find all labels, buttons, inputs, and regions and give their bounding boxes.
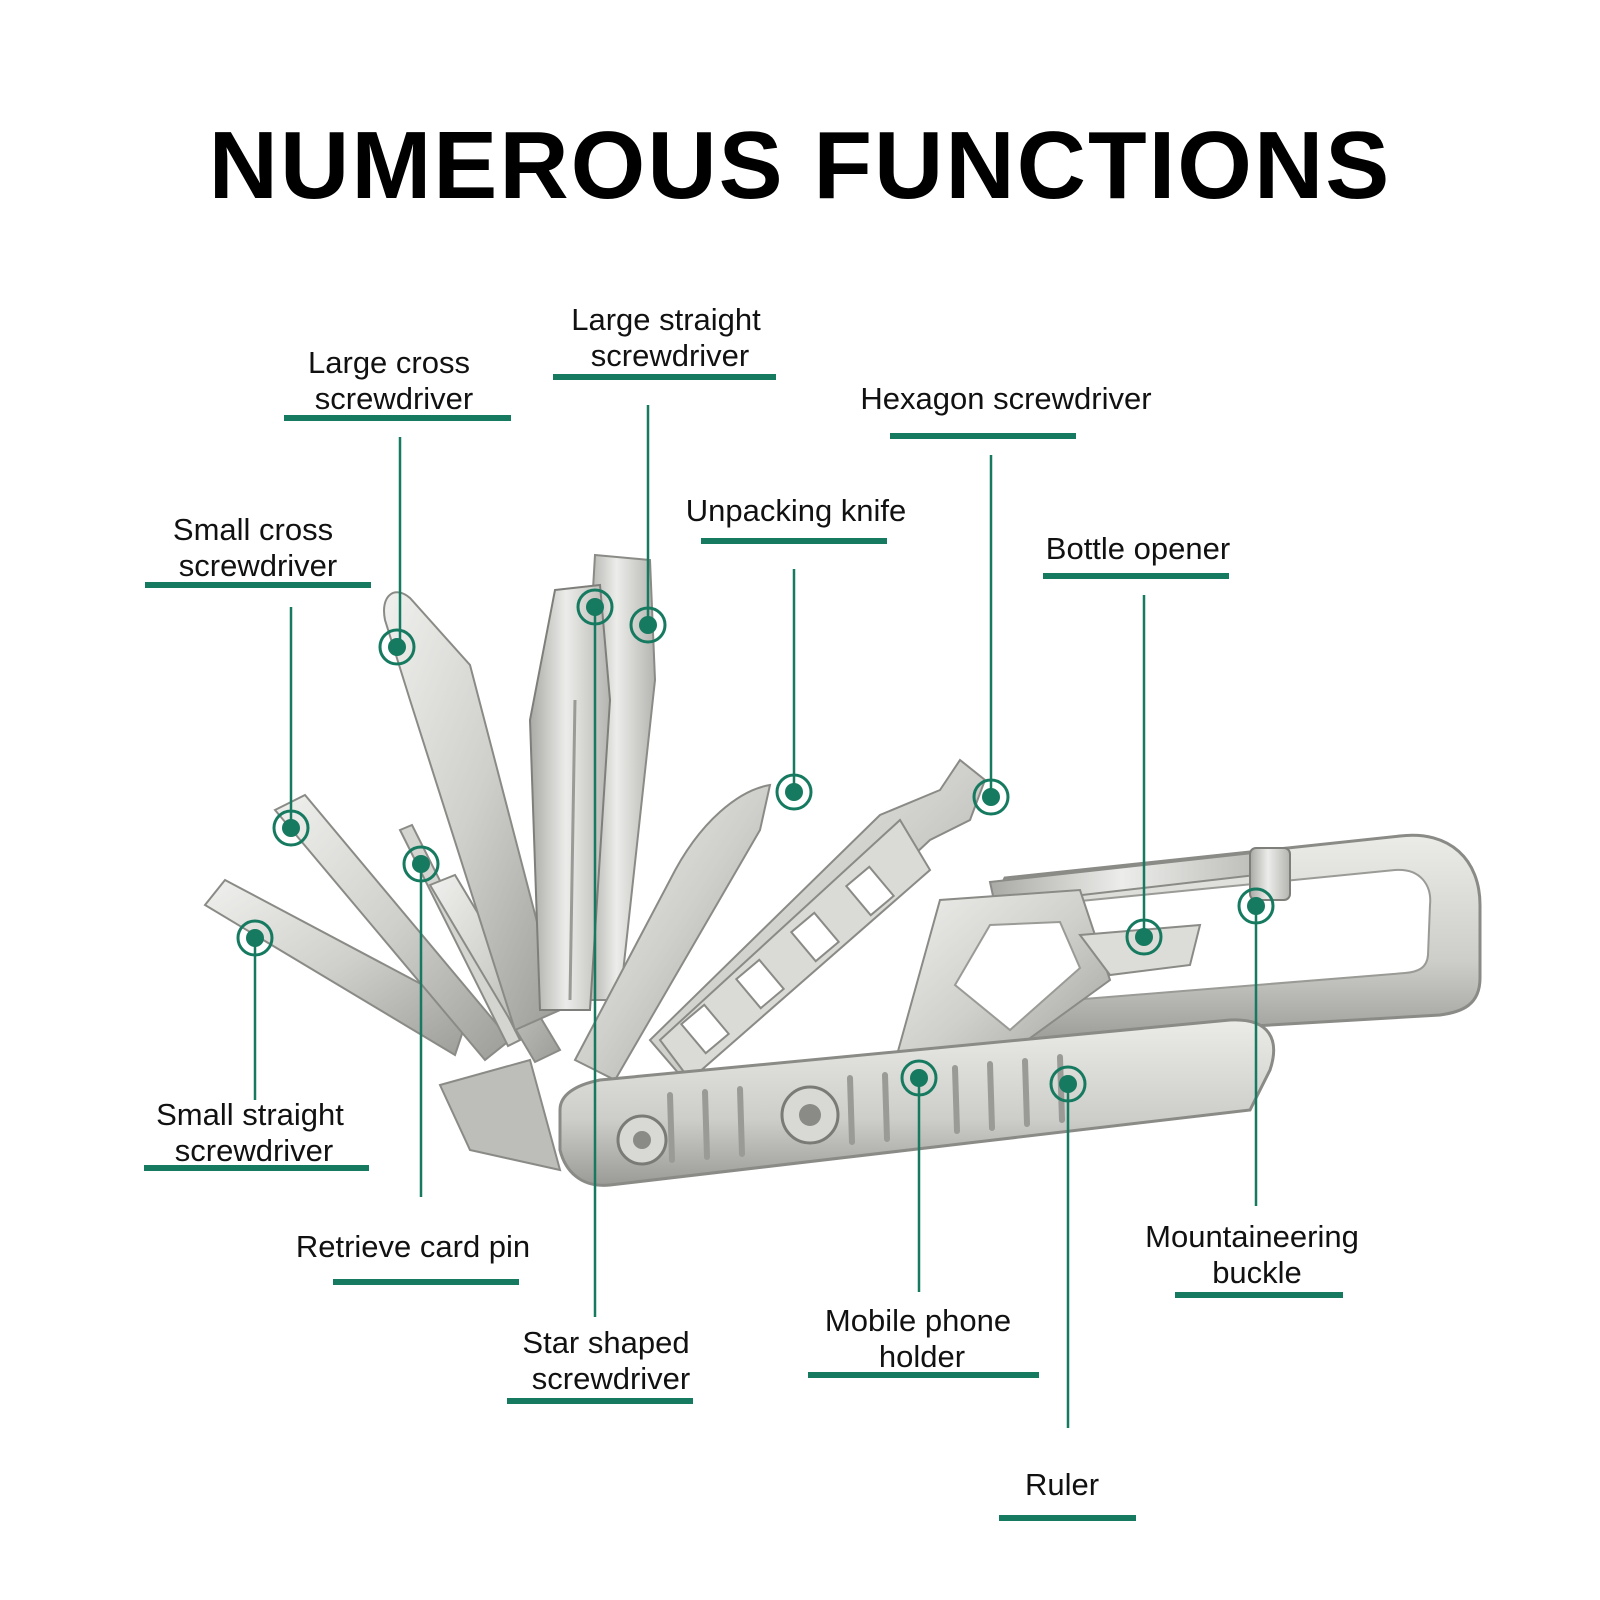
- label-large-straight-line2: screwdriver: [591, 338, 749, 373]
- marker-retrieve-pin: [402, 845, 440, 883]
- label-mountaineering-line1: Mountaineering: [1145, 1219, 1359, 1254]
- underline-star-shaped: [507, 1398, 693, 1404]
- underline-large-cross: [284, 415, 511, 421]
- star-shaped-blade-shape: [528, 583, 612, 1011]
- underline-small-straight: [144, 1165, 369, 1171]
- marker-large-cross: [378, 628, 416, 666]
- marker-phone-holder: [900, 1059, 938, 1097]
- underline-phone-holder: [808, 1372, 1039, 1378]
- label-retrieve-pin: Retrieve card pin: [296, 1229, 530, 1264]
- marker-star-shaped: [576, 588, 614, 626]
- marker-large-straight: [629, 606, 667, 644]
- handle-body-shape: [438, 1018, 1276, 1187]
- label-hexagon: Hexagon screwdriver: [860, 381, 1151, 416]
- underline-hexagon: [890, 433, 1076, 439]
- label-large-cross-line2: screwdriver: [315, 381, 473, 416]
- marker-small-straight: [236, 919, 274, 957]
- underline-small-cross: [145, 582, 371, 588]
- label-phone-holder-line2: holder: [879, 1339, 965, 1374]
- label-small-cross-line2: screwdriver: [179, 548, 337, 583]
- label-small-straight-line2: screwdriver: [175, 1133, 333, 1168]
- label-ruler: Ruler: [1025, 1467, 1099, 1502]
- underline-mountaineering: [1175, 1292, 1343, 1298]
- label-small-straight-line1: Small straight: [156, 1097, 344, 1132]
- underline-large-straight: [553, 374, 776, 380]
- marker-bottle-opener: [1125, 918, 1163, 956]
- marker-mountaineering: [1237, 887, 1275, 925]
- large-cross-blade-shape: [383, 591, 562, 1032]
- marker-small-cross: [272, 809, 310, 847]
- label-unpacking-knife: Unpacking knife: [686, 493, 907, 528]
- underline-ruler: [999, 1515, 1136, 1521]
- underline-retrieve-pin: [333, 1279, 519, 1285]
- label-star-shaped-line1: Star shaped: [522, 1325, 689, 1360]
- unpacking-knife-shape: [573, 783, 772, 1082]
- page-title: NUMEROUS FUNCTIONS: [208, 112, 1392, 219]
- label-bottle-opener: Bottle opener: [1046, 531, 1230, 566]
- opener-frame-shape: [888, 888, 1202, 1082]
- multitool-illustration: [203, 553, 1482, 1187]
- label-mountaineering-line2: buckle: [1212, 1255, 1302, 1290]
- underline-bottle-opener: [1043, 573, 1229, 579]
- marker-hexagon: [972, 778, 1010, 816]
- callouts: Large cross screwdriver Large straight s…: [144, 302, 1359, 1521]
- label-large-straight-line1: Large straight: [571, 302, 761, 337]
- hexagon-blade-shape: [648, 758, 987, 1082]
- marker-unpacking-knife: [775, 773, 813, 811]
- label-phone-holder-line1: Mobile phone: [825, 1303, 1011, 1338]
- label-star-shaped-line2: screwdriver: [532, 1361, 690, 1396]
- underline-unpacking-knife: [701, 538, 887, 544]
- marker-ruler: [1049, 1065, 1087, 1103]
- label-large-cross-line1: Large cross: [308, 345, 470, 380]
- label-small-cross-line1: Small cross: [173, 512, 333, 547]
